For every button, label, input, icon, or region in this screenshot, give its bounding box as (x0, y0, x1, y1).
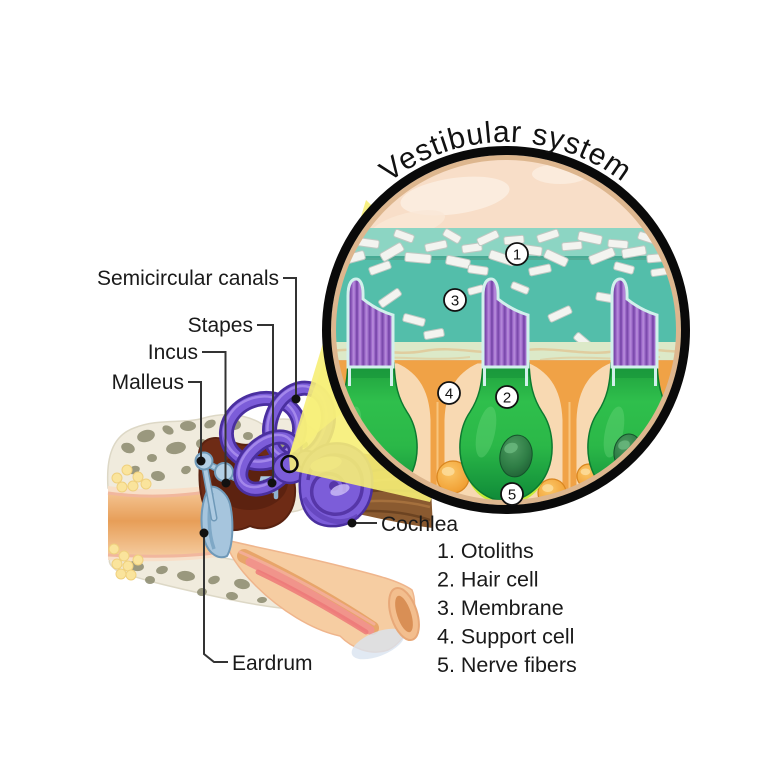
marker-3: 3 (443, 288, 467, 312)
label-semicircular-canals: Semicircular canals (97, 267, 279, 290)
legend-item-support-cell: 4. Support cell (437, 625, 574, 649)
marker-5: 5 (500, 482, 524, 506)
eustachian-tube (225, 539, 420, 660)
marker-4-number: 4 (445, 385, 453, 402)
leader-dots (196, 394, 357, 538)
legend-item-otoliths: 1. Otoliths (437, 539, 534, 563)
marker-4: 4 (437, 381, 461, 405)
leader-stapes (257, 324, 274, 479)
leader-lines (188, 277, 377, 663)
marker-2-number: 2 (503, 389, 511, 406)
dot-malleus (196, 456, 206, 466)
marker-5-number: 5 (508, 486, 516, 503)
legend: 1. Otoliths 2. Hair cell 3. Membrane 4. … (437, 539, 577, 677)
circle-ring (322, 146, 690, 514)
eardrum-shape (200, 485, 234, 559)
leader-eardrum (203, 536, 228, 663)
incus-body (214, 462, 234, 482)
legend-item-hair-cell: 2. Hair cell (437, 568, 539, 592)
leader-semicircular-canals (283, 277, 297, 397)
label-cochlea: Cochlea (381, 513, 458, 536)
stereocilia (346, 277, 659, 386)
ear-canal (107, 486, 222, 562)
label-stapes: Stapes (188, 314, 253, 337)
magnifier-source-circle (280, 454, 299, 474)
label-malleus: Malleus (112, 371, 184, 394)
marker-2: 2 (495, 385, 519, 409)
ear-labels: Semicircular canals Stapes Incus Malleus… (97, 267, 458, 675)
dot-semicircular-canals (291, 394, 301, 404)
leader-malleus (188, 381, 202, 457)
legend-item-membrane: 3. Membrane (437, 596, 564, 620)
label-incus: Incus (148, 341, 198, 364)
marker-1-number: 1 (513, 246, 521, 263)
leader-incus (202, 351, 227, 479)
fat-cells (108, 464, 152, 581)
label-eardrum: Eardrum (232, 652, 313, 675)
dot-cochlea (347, 518, 357, 528)
dot-eardrum (199, 528, 209, 538)
marker-3-number: 3 (451, 292, 459, 309)
legend-item-nerve-fibers: 5. Nerve fibers (437, 653, 577, 677)
marker-1: 1 (505, 242, 529, 266)
dot-stapes (267, 478, 277, 488)
dot-incus (221, 478, 231, 488)
